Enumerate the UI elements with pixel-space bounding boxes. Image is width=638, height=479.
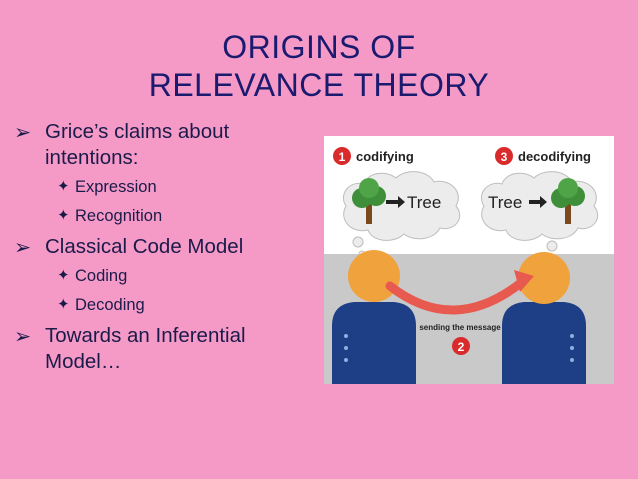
step-2-badge: 2 (452, 337, 470, 355)
svg-text:1: 1 (339, 150, 346, 164)
sub-bullet-text: Expression (75, 178, 157, 196)
step-2-label: sending the message (419, 323, 501, 332)
bullet-text: Towards an Inferential Model… (45, 324, 246, 373)
bullet-list: ➢ Grice’s claims about intentions: ✦ Exp… (14, 119, 314, 377)
star-bullet-icon: ✦ (57, 267, 70, 284)
slide-title: ORIGINS OF RELEVANCE THEORY (0, 28, 638, 104)
bullet-code-model: ➢ Classical Code Model (14, 234, 314, 260)
svg-text:2: 2 (458, 340, 465, 354)
tree-icon (551, 178, 585, 224)
step-1-badge: 1 (333, 147, 351, 165)
sub-bullet-coding: ✦ Coding (14, 265, 314, 287)
step-3-badge: 3 (495, 147, 513, 165)
code-model-diagram: 1 codifying 3 decodifying Tree (324, 136, 614, 384)
sub-bullet-recognition: ✦ Recognition (14, 205, 314, 227)
star-bullet-icon: ✦ (57, 296, 70, 313)
sub-bullet-decoding: ✦ Decoding (14, 294, 314, 316)
star-bullet-icon: ✦ (57, 178, 70, 195)
title-line-1: ORIGINS OF (222, 29, 416, 65)
arrow-bullet-icon: ➢ (14, 121, 32, 144)
svg-text:3: 3 (501, 150, 508, 164)
right-arrow-icon (529, 196, 547, 208)
sub-bullet-text: Coding (75, 267, 128, 285)
right-arrow-icon (386, 196, 405, 208)
arrow-bullet-icon: ➢ (14, 236, 32, 259)
message-arrow (385, 270, 534, 315)
sub-bullet-text: Recognition (75, 207, 163, 225)
bullet-grice: ➢ Grice’s claims about intentions: (14, 119, 314, 171)
arrow-bullet-icon: ➢ (14, 325, 32, 348)
word-tree-right: Tree (488, 193, 522, 212)
diagram-svg: 1 codifying 3 decodifying Tree (324, 136, 614, 384)
step-3-label: decodifying (518, 149, 591, 164)
tree-icon (352, 178, 386, 224)
bullet-inferential: ➢ Towards an Inferential Model… (14, 323, 314, 375)
step-1-label: codifying (356, 149, 414, 164)
sub-bullet-text: Decoding (75, 296, 145, 314)
bullet-text: Classical Code Model (45, 235, 244, 258)
listener-person (502, 252, 586, 384)
bullet-text: Grice’s claims about intentions: (45, 120, 230, 169)
title-line-2: RELEVANCE THEORY (148, 67, 490, 103)
star-bullet-icon: ✦ (57, 207, 70, 224)
sub-bullet-expression: ✦ Expression (14, 176, 314, 198)
word-tree-left: Tree (407, 193, 441, 212)
